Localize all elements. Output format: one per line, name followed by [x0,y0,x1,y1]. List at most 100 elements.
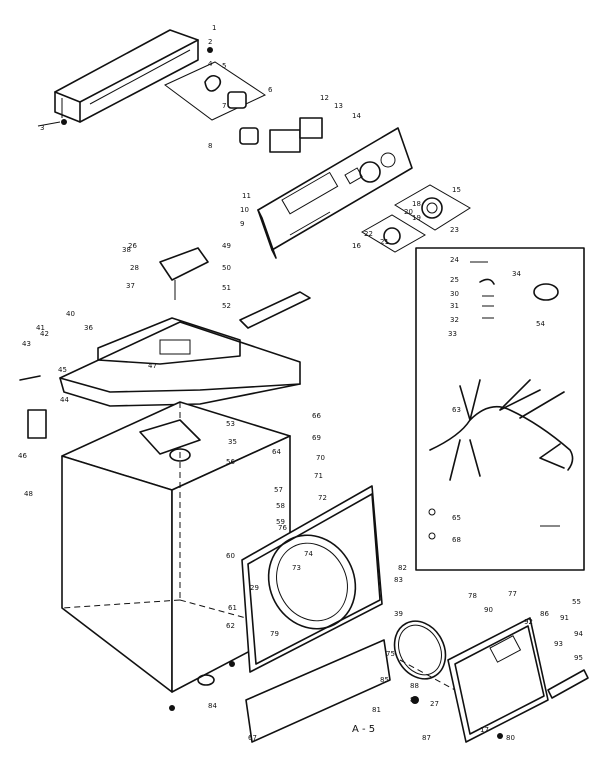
part-label: 60 [226,552,235,560]
part-label: 63 [452,406,461,414]
part-label: 70 [316,454,325,462]
part-label: 86 [540,610,549,618]
part-label: 9 [240,220,244,228]
part-label: 17 [480,726,489,734]
part-label: 69 [312,434,321,442]
part-label: 44 [60,396,69,404]
part-label: 27 [430,700,439,708]
knob-large [394,184,471,231]
part-label: 77 [508,590,517,598]
part-label: 5 [222,62,226,70]
part-label: 87 [422,734,431,742]
part-label: 47 [148,362,157,370]
part-label: 36 [84,324,93,332]
part-label: 88 [410,682,419,690]
part-label: 75 [386,650,395,658]
part-label: 11 [242,192,251,200]
part-label: 3 [40,124,44,132]
part-label: 62 [226,622,235,630]
part-label: 58 [276,502,285,510]
part-label: 90 [484,606,493,614]
part-label: 56 [226,458,235,466]
part-label: 89 [410,696,419,704]
part-label: 80 [506,734,515,742]
part-label: 45 [58,366,67,374]
part-label: 30 [450,290,459,298]
front-panel [241,485,383,673]
part-label: 12 [320,94,329,102]
part-label: 21 [380,238,389,246]
part-label: 31 [450,302,459,310]
part-label: 18 [412,200,421,208]
part-label: 76 [278,524,287,532]
part-label: 92 [524,618,533,626]
part-label: 55 [572,598,581,606]
part-label: 78 [468,592,477,600]
part-label: 22 [364,230,373,238]
part-label: 52 [222,302,231,310]
knob-small [361,214,426,253]
part-label: 42 [40,330,49,338]
part-label: 68 [452,536,461,544]
part-label: 41 [36,324,45,332]
part-label: 4 [208,60,213,68]
part-label: 91 [560,614,569,622]
part-label: 19 [412,214,421,222]
part-label: 39 [394,610,403,618]
toe-panel [245,639,391,743]
part-label: 16 [352,242,361,250]
part-label: 73 [292,564,301,572]
hinge-rod [239,291,311,329]
part-label: 1 [212,24,216,32]
part-label: 79 [270,630,279,638]
part-label: 72 [318,494,327,502]
part-label: 13 [334,102,343,110]
part-label: 81 [372,706,381,714]
part-label: 67 [248,734,257,742]
part-label: 74 [304,550,313,558]
part-label: 8 [208,142,212,150]
part-label: 54 [536,320,545,328]
part-label: 51 [222,284,231,292]
part-label: 35 [228,438,237,446]
door-assembly [399,617,589,743]
part-label: 33 [448,330,457,338]
part-label: 29 [250,584,259,592]
console-back-panel [37,29,199,127]
lid-switch-bracket [159,247,209,300]
part-label: 61 [228,604,237,612]
part-label: 20 [404,208,413,216]
part-label: 65 [452,514,461,522]
part-label: 2 [208,38,212,46]
part-label: 7 [222,102,226,110]
part-label: 57 [274,486,283,494]
small-fasteners [19,375,503,739]
part-label: 48 [24,490,33,498]
part-label: 84 [208,702,217,710]
part-label: 94 [574,630,583,638]
part-label: 93 [554,640,563,648]
part-label: 15 [452,186,461,194]
part-label: 25 [450,276,459,284]
part-label: 50 [222,264,231,272]
part-label: 64 [272,448,281,456]
part-label: 85 [380,676,389,684]
part-label: 59 [276,518,285,526]
part-label: 34 [512,270,521,278]
door-seal [393,620,447,680]
part-label: 46 [18,452,27,460]
part-label: 66 [312,412,321,420]
part-label: 10 [240,206,249,214]
timer-bracket [164,47,323,153]
part-label: 43 [22,340,31,348]
part-label: 95 [574,654,583,662]
part-label: 37 [126,282,135,290]
part-label: 23 [450,226,459,234]
part-label: 24 [450,256,459,264]
part-label: 38 [122,246,131,254]
part-label: 26 [128,242,137,250]
part-label: 83 [394,576,403,584]
part-label: 40 [66,310,75,318]
part-label: 32 [450,316,459,324]
